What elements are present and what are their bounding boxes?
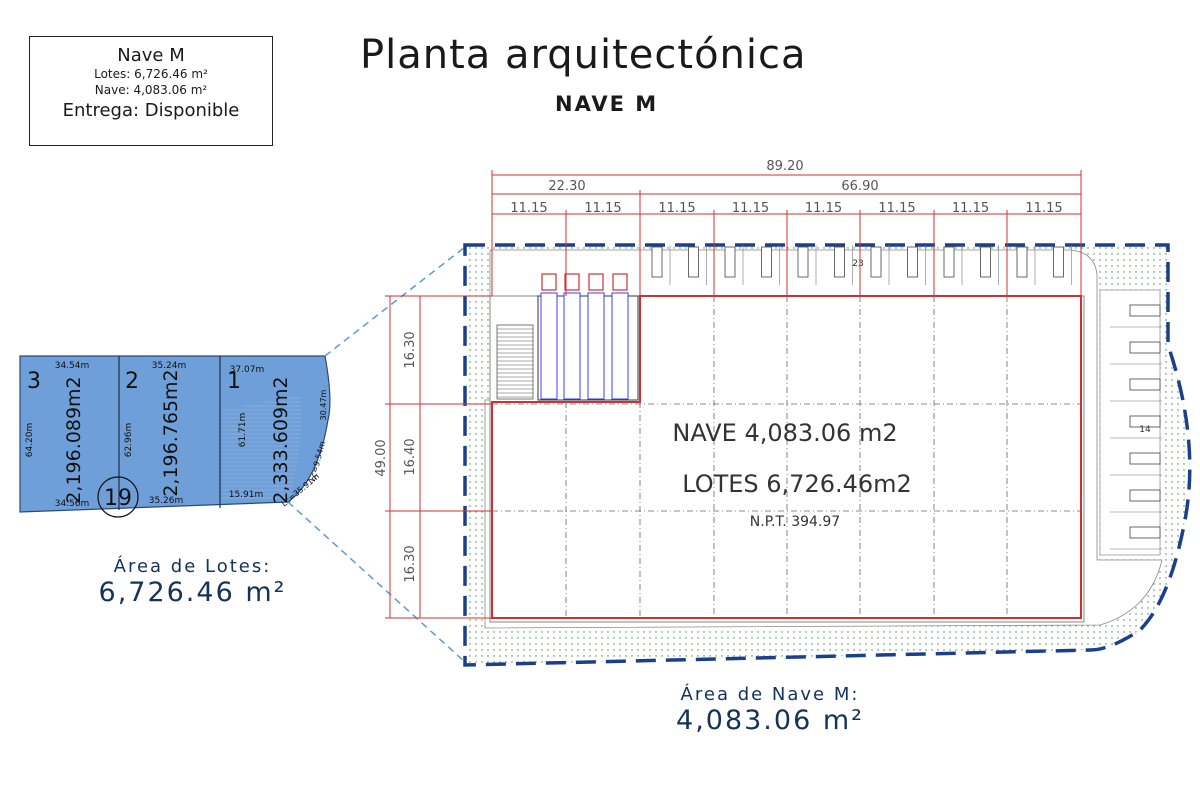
lot-2-bottom: 35.26m [149, 496, 184, 506]
info-nave: Nave: 4,083.06 m² [94, 83, 208, 97]
bay-width-label: 11.15 [1025, 201, 1062, 216]
car-icon [1129, 415, 1161, 428]
plan-lotes-label: LOTES 6,726.46m2 [682, 470, 912, 498]
nave-area-block: Área de Nave M: 4,083.06 m² [660, 684, 880, 736]
lot-1-hatch [222, 395, 302, 500]
bay-width-label: 11.15 [878, 201, 915, 216]
car-icon [724, 246, 736, 278]
lots-map: 19 3 34.54m 34.56m 64.20m 2,196.089m2 2 … [19, 355, 331, 518]
loading-docks [540, 273, 629, 400]
bay-labels: 11.15 11.15 11.15 11.15 11.15 11.15 11.15 11.15 [510, 201, 1062, 216]
lot-2-area: 2,196.765m2 [160, 369, 182, 496]
page-subtitle: NAVE M [555, 92, 659, 116]
dimension-lines [385, 170, 1082, 619]
car-icon [1129, 452, 1161, 465]
bay-width-label: 11.15 [584, 201, 621, 216]
info-entrega: Entrega: Disponible [62, 100, 240, 121]
lot-1-right: 30.47m [319, 389, 328, 420]
nave-area-caption: Área de Nave M: [680, 684, 860, 705]
lots-area-block: Área de Lotes: 6,726.46 m² [80, 556, 305, 608]
lot-1-side: 61.71m [238, 413, 248, 448]
lot-3-number: 3 [27, 369, 41, 394]
car-icon [1129, 489, 1161, 502]
car-icon [1016, 246, 1028, 278]
nave-area-value: 4,083.06 m² [676, 705, 864, 736]
car-icon [1129, 304, 1161, 317]
dim-depth-2: 16.40 [403, 438, 418, 475]
info-lotes: Lotes: 6,726.46 m² [94, 67, 208, 81]
lots-area-value: 6,726.46 m² [98, 577, 287, 608]
lot-1-area: 2,333.609m2 [270, 376, 292, 503]
lot-2-number: 2 [125, 369, 139, 394]
bay-width-label: 11.15 [658, 201, 695, 216]
info-box: Nave M Lotes: 6,726.46 m² Nave: 4,083.06… [29, 36, 273, 146]
info-title: Nave M [117, 45, 185, 66]
lot-3-area: 2,196.089m2 [63, 376, 85, 503]
lot-1-bottom: 15.91m [229, 490, 264, 500]
dim-total-width: 89.20 [766, 159, 803, 174]
block-circle [97, 476, 139, 518]
lot-3-top: 34.54m [55, 361, 90, 371]
page-title: Planta arquitectónica [360, 32, 807, 78]
car-icon [688, 246, 699, 278]
zoom-line-top [324, 246, 466, 357]
bay-width-label: 11.15 [732, 201, 769, 216]
zoom-line-bottom [287, 501, 466, 663]
bay-width-label: 11.15 [952, 201, 989, 216]
stairs [496, 324, 534, 400]
lot-1-top: 37.07m [230, 365, 265, 375]
parking-number: 23 [852, 259, 863, 269]
plan-nave-label: NAVE 4,083.06 m2 [672, 419, 897, 447]
dim-right-width: 66.90 [841, 179, 878, 194]
parking-row-top [651, 245, 1072, 285]
block-number: 19 [104, 486, 132, 511]
car-icon [870, 246, 882, 278]
dim-left-width: 22.30 [548, 179, 585, 194]
parking-number-2: 14 [1139, 425, 1151, 435]
lot-3-bottom: 34.56m [55, 499, 90, 509]
car-icon [651, 246, 663, 278]
dim-depth-3: 16.30 [403, 545, 418, 582]
car-icon [1053, 246, 1064, 278]
car-icon [1129, 378, 1161, 391]
car-icon [980, 246, 991, 278]
column-grid [492, 296, 1081, 618]
car-icon [834, 246, 845, 278]
car-icon [1129, 526, 1161, 539]
car-icon [797, 246, 809, 278]
parking-row-right [1110, 304, 1162, 550]
dim-total-depth: 49.00 [374, 439, 389, 476]
bay-width-label: 11.15 [510, 201, 547, 216]
car-icon [761, 246, 772, 278]
plan-npt-label: N.P.T. 394.97 [750, 514, 840, 530]
car-icon [1129, 341, 1161, 354]
lot-1-number: 1 [227, 369, 241, 394]
lots-area-caption: Área de Lotes: [113, 556, 272, 577]
car-icon [943, 246, 955, 278]
lot-2-side: 62.96m [124, 423, 134, 458]
lot-2-top: 35.24m [152, 361, 187, 371]
lot-3-side: 64.20m [25, 423, 35, 458]
bay-width-label: 11.15 [805, 201, 842, 216]
car-icon [907, 246, 918, 278]
dim-depth-1: 16.30 [403, 331, 418, 368]
